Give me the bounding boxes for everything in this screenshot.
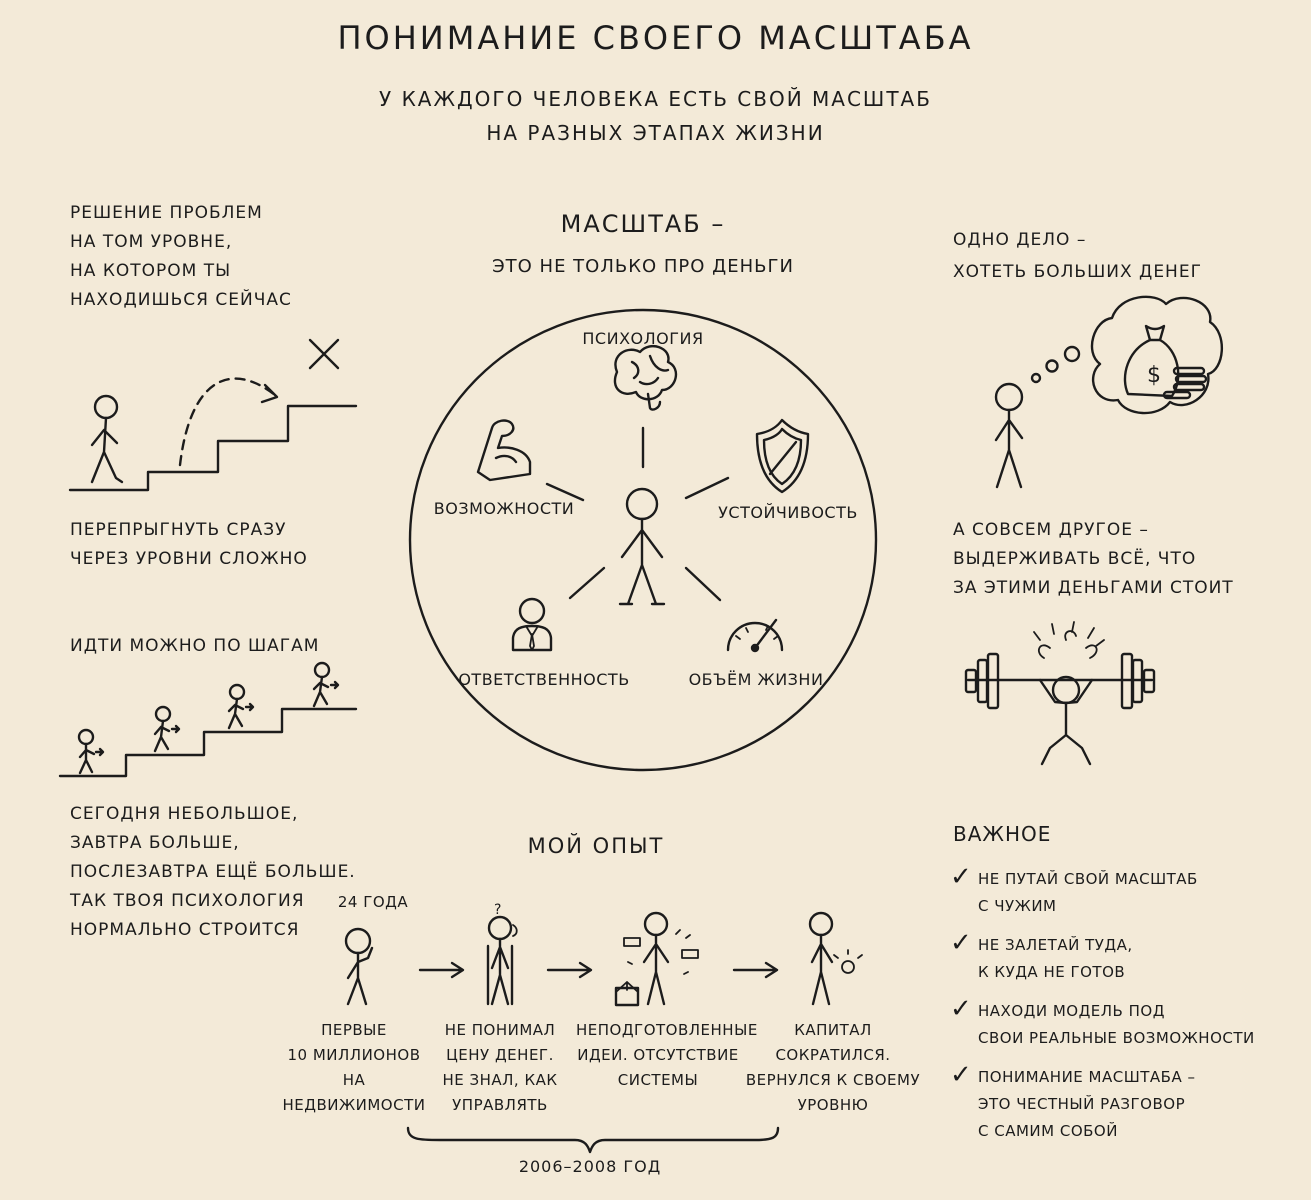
- label-responsibility: Ответственность: [458, 670, 630, 689]
- weightlifter-illustration: [964, 621, 1156, 766]
- dreaming-money-illustration: $: [994, 295, 1224, 489]
- important-title: Важное: [953, 822, 1052, 846]
- experience-step-3: Неподготовленные идеи. Отсутствие систем…: [576, 1021, 758, 1089]
- scale-heading: Масштаб –: [560, 210, 726, 238]
- important-item-text: Находи модель под свои реальные возможно…: [978, 1002, 1255, 1047]
- label-stability: Устойчивость: [718, 503, 858, 522]
- experience-timeline: ?: [344, 902, 863, 1154]
- shield-icon: [755, 418, 810, 494]
- important-item-text: Не залетай туда, к куда не готов: [978, 936, 1133, 981]
- experience-age: 24 года: [337, 893, 409, 911]
- stick-figure: [808, 911, 863, 1006]
- right-text-withstand: А совсем другое – выдерживать всё, что з…: [953, 520, 1234, 598]
- page-title: Понимание своего масштаба: [337, 19, 974, 57]
- experience-title: Мой опыт: [527, 834, 665, 858]
- check-icon: ✓: [950, 994, 972, 1024]
- left-text-step-by-step: Идти можно по шагам: [70, 636, 320, 656]
- check-icon: ✓: [950, 862, 972, 892]
- stick-figure: [227, 683, 255, 730]
- stick-figure: [77, 728, 105, 775]
- stick-figure: [994, 382, 1024, 489]
- page-subtitle: У каждого человека есть свой масштаб на …: [379, 87, 932, 145]
- period-brace: [406, 1126, 780, 1154]
- stick-figure: ?: [486, 902, 518, 1006]
- question-icon: ?: [494, 902, 501, 918]
- left-text-growth: Сегодня небольшое, завтра больше, послез…: [70, 804, 356, 940]
- label-psychology: Психология: [582, 329, 704, 348]
- scale-diagram: [408, 308, 878, 772]
- stick-figure: [90, 394, 124, 484]
- cross-icon: [308, 338, 340, 370]
- experience-period: 2006–2008 год: [518, 1157, 662, 1176]
- brain-icon: [613, 345, 678, 411]
- steps-illustration: [58, 661, 358, 778]
- experience-step-4: Капитал сократился. Вернулся к своему ур…: [745, 1021, 921, 1114]
- stick-figure: [344, 927, 374, 1006]
- important-item-text: Не путай свой масштаб с чужим: [978, 870, 1198, 915]
- left-text-jump-hard: Перепрыгнуть сразу через уровни сложно: [70, 520, 308, 569]
- check-icon: ✓: [950, 928, 972, 958]
- center-stick-figure: [618, 487, 666, 606]
- gauge-icon: [726, 618, 784, 653]
- experience-step-2: Не понимал цену денег. Не знал, как упра…: [442, 1021, 558, 1114]
- scale-subheading: это не только про деньги: [492, 256, 794, 277]
- muscle-arm-icon: [476, 419, 532, 482]
- dollar-icon: $: [1147, 363, 1161, 388]
- label-life-volume: Объём жизни: [688, 670, 824, 689]
- money-bag-icon: $: [1123, 324, 1208, 400]
- stick-figure: [153, 705, 181, 753]
- stick-figure: [614, 911, 699, 1007]
- right-text-want-money: Одно дело – хотеть больших денег: [953, 230, 1202, 282]
- important-item-text: Понимание масштаба – это честный разгово…: [978, 1068, 1196, 1140]
- businessman-icon: [511, 597, 553, 652]
- check-icon: ✓: [950, 1060, 972, 1090]
- left-text-problem-level: Решение проблем на том уровне, на которо…: [70, 203, 292, 310]
- thought-cloud: [1090, 295, 1224, 415]
- label-capabilities: Возможности: [433, 499, 575, 518]
- experience-step-1: Первые 10 миллионов на недвижимости: [282, 1021, 426, 1114]
- stick-figure: [312, 661, 340, 708]
- staircase-jump-illustration: [68, 338, 358, 492]
